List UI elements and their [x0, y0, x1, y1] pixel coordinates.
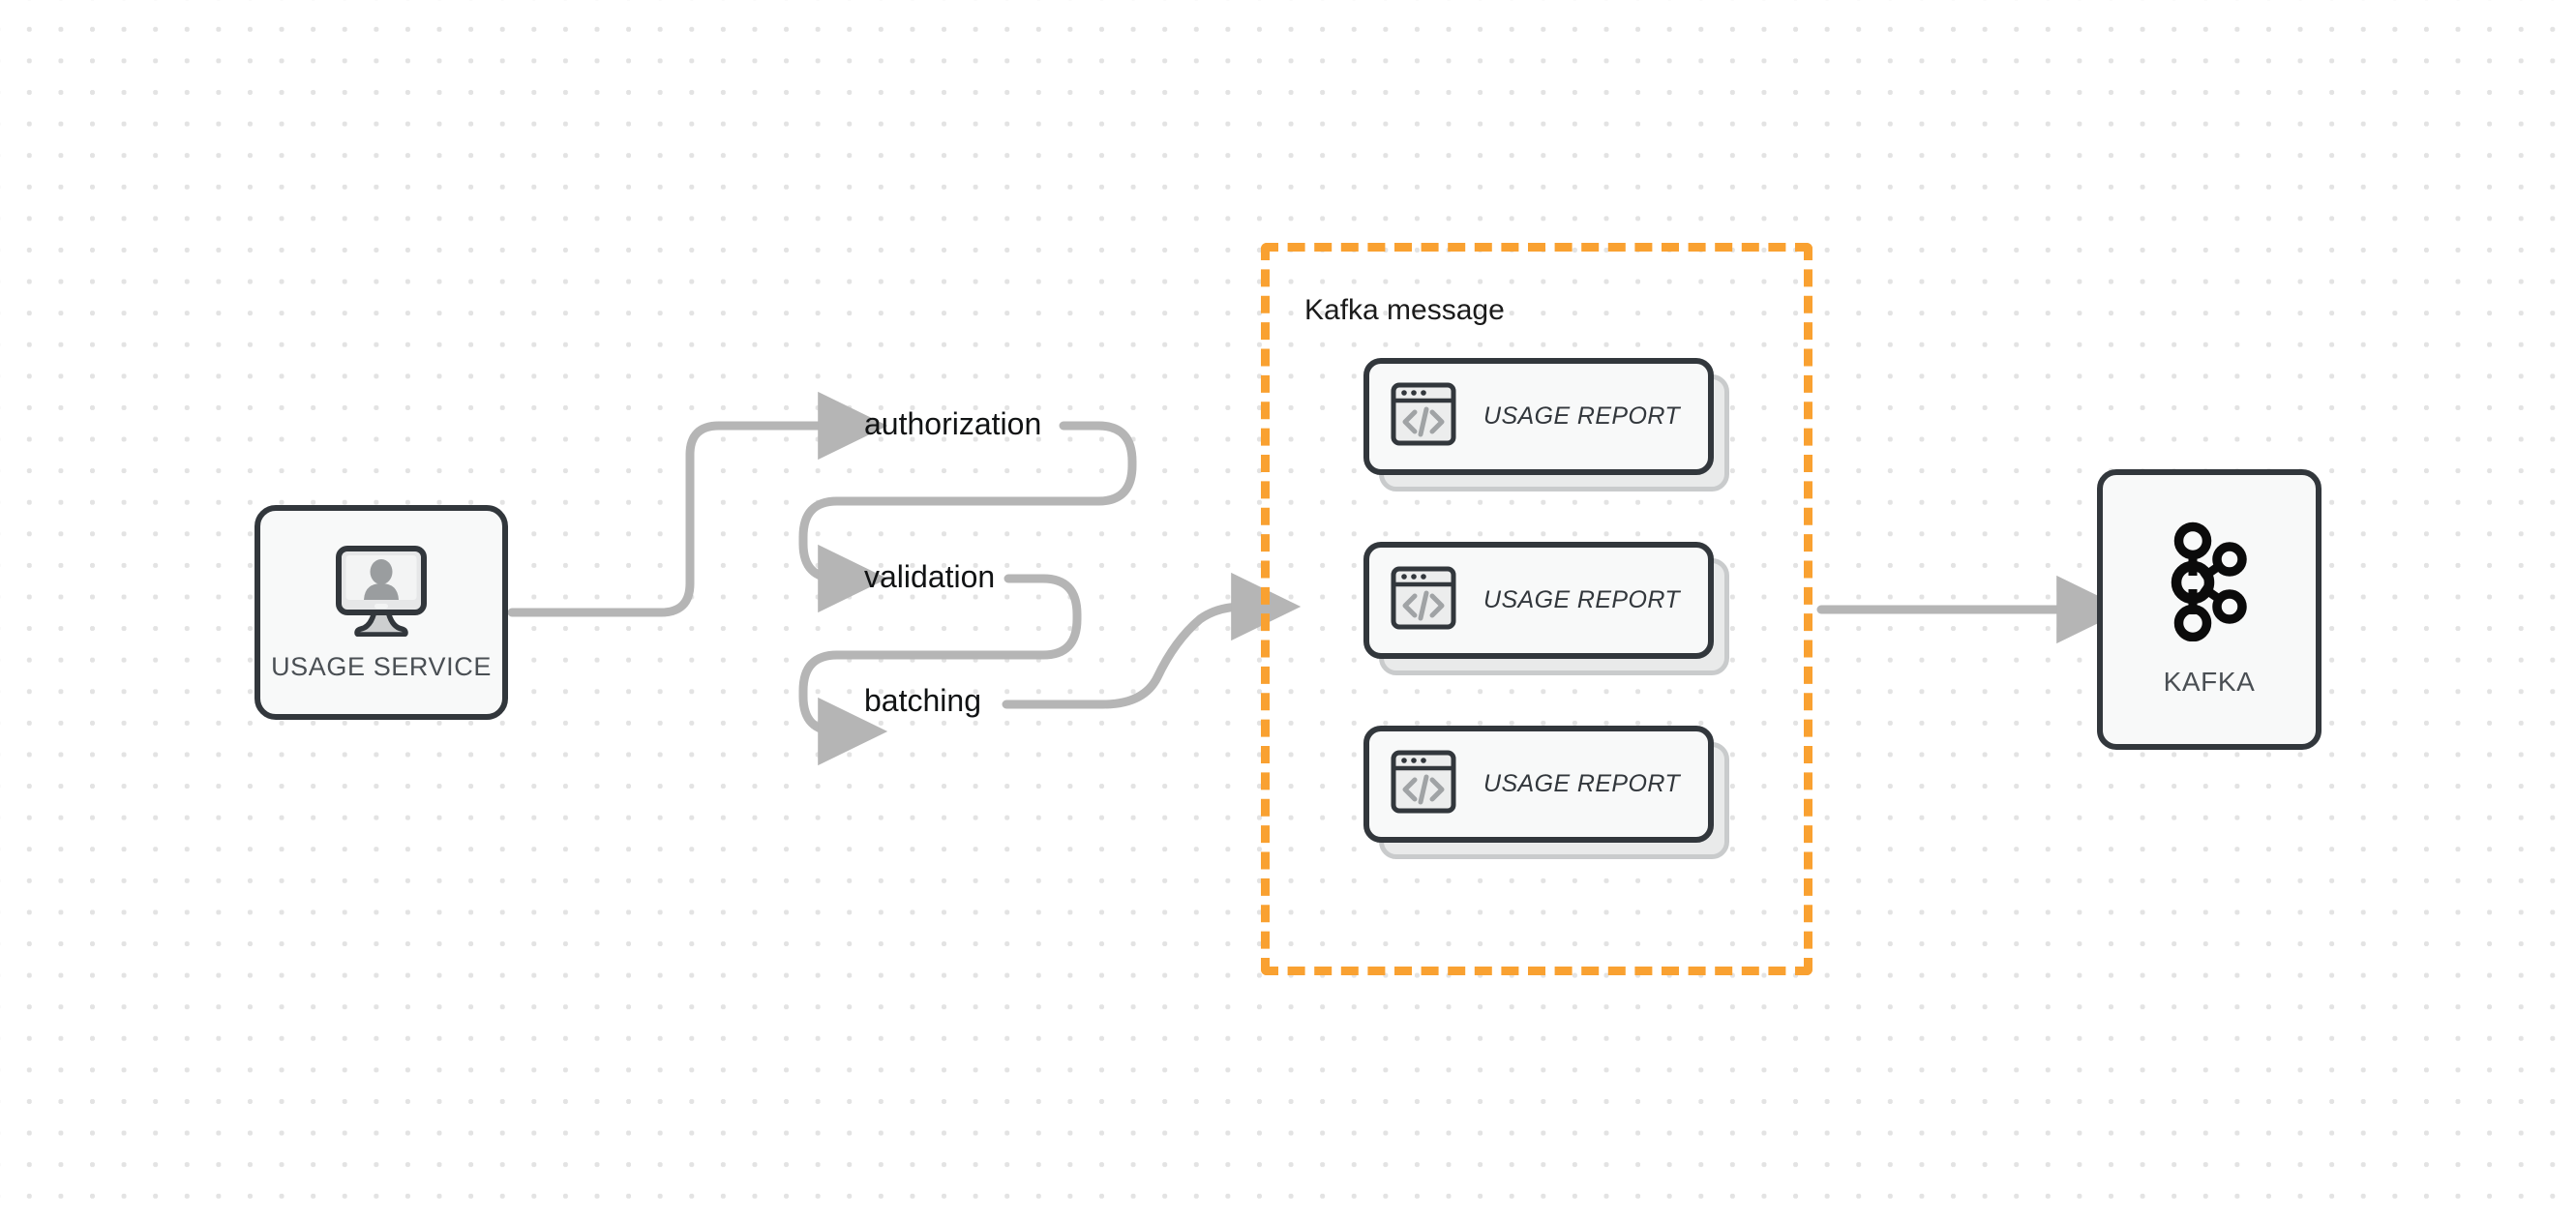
stage-label-authorization[interactable]: authorization — [864, 406, 1042, 441]
usage-report-card-label: USAGE REPORT — [1483, 586, 1680, 613]
usage-report-card-wrap: USAGE REPORT — [1363, 726, 1729, 859]
usage-report-card[interactable]: USAGE REPORT — [1363, 358, 1714, 475]
usage-report-card[interactable]: USAGE REPORT — [1363, 542, 1714, 659]
code-window-icon — [1391, 750, 1456, 819]
connector-authorization-to-validation — [798, 421, 1137, 613]
group-kafka-message[interactable]: Kafka message USAGE REP — [1261, 243, 1812, 975]
group-kafka-message-title: Kafka message — [1304, 294, 1505, 326]
stage-label-validation[interactable]: validation — [864, 559, 996, 594]
stage-label-batching[interactable]: batching — [864, 683, 981, 718]
usage-report-card-label: USAGE REPORT — [1483, 402, 1680, 430]
node-usage-service-label: USAGE SERVICE — [271, 651, 492, 681]
node-kafka[interactable]: KAFKA — [2097, 469, 2321, 750]
node-kafka-label: KAFKA — [2163, 667, 2256, 697]
code-window-icon — [1391, 382, 1456, 451]
monitor-user-icon — [331, 544, 432, 637]
connector-usage-service-to-authorization — [507, 391, 888, 617]
kafka-logo-icon — [2166, 521, 2253, 641]
usage-report-card-wrap: USAGE REPORT — [1363, 542, 1729, 675]
usage-report-card-label: USAGE REPORT — [1483, 770, 1680, 797]
usage-report-card-wrap: USAGE REPORT — [1363, 358, 1729, 491]
connector-batching-to-kafka-message — [1002, 572, 1302, 709]
node-usage-service[interactable]: USAGE SERVICE — [255, 505, 508, 720]
usage-report-card[interactable]: USAGE REPORT — [1363, 726, 1714, 843]
code-window-icon — [1391, 566, 1456, 635]
